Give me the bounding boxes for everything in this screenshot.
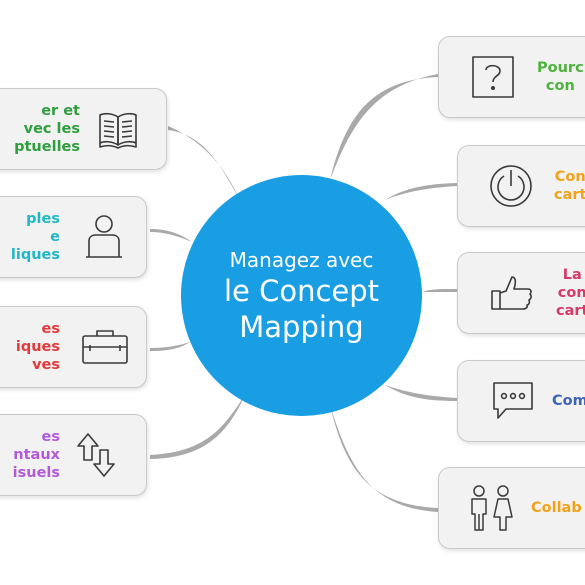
left-node-1-label: er et vec les ptuelles: [14, 103, 80, 155]
right-node-5[interactable]: Collab: [438, 467, 585, 549]
left-node-2-label: ples e liques: [10, 211, 60, 263]
right-node-3-label: La con cart: [556, 267, 585, 319]
right-node-1-label: Pourc con: [537, 60, 584, 94]
thumbs-up-icon: [490, 273, 534, 313]
central-topic-line-1: Managez avec: [229, 247, 374, 272]
left-node-4-label: es ntaux isuels: [12, 429, 60, 481]
book-icon: [98, 107, 138, 151]
right-node-2-label: Con cart: [554, 169, 585, 203]
left-node-4[interactable]: es ntaux isuels: [0, 414, 147, 496]
central-topic-line-2: le Concept: [223, 273, 380, 308]
left-node-2[interactable]: ples e liques: [0, 196, 147, 278]
central-topic-line-3: Mapping: [239, 309, 364, 344]
right-node-5-label: Collab: [531, 500, 582, 516]
question-icon: [471, 55, 515, 99]
right-node-4-label: Com: [552, 393, 585, 409]
right-node-1[interactable]: Pourc con: [438, 36, 585, 118]
right-node-4[interactable]: Com: [457, 360, 585, 442]
left-node-3[interactable]: es iques ves: [0, 306, 147, 388]
swap-arrows-icon: [76, 430, 116, 480]
central-topic[interactable]: Managez avec le Concept Mapping: [181, 175, 422, 416]
right-node-3[interactable]: La con cart: [457, 252, 585, 334]
power-icon: [488, 163, 534, 209]
chat-bubble-icon: [492, 381, 534, 421]
left-node-3-label: es iques ves: [15, 321, 60, 373]
person-icon: [84, 213, 124, 261]
briefcase-icon: [80, 327, 130, 367]
left-node-1[interactable]: er et vec les ptuelles: [0, 88, 167, 170]
right-node-2[interactable]: Con cart: [457, 145, 585, 227]
people-icon: [465, 484, 517, 532]
